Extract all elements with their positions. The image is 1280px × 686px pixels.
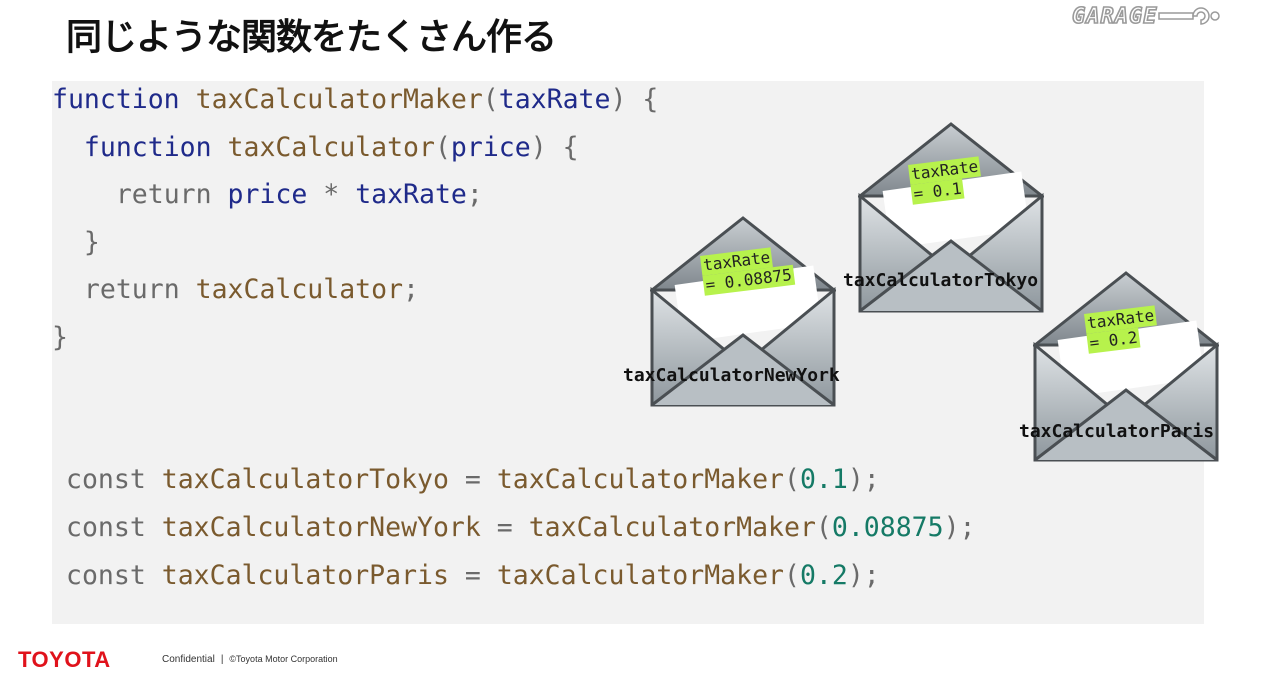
envelope-label-tokyo: taxCalculatorTokyo <box>843 270 1039 291</box>
envelope-label-newyork: taxCalculatorNewYork <box>623 365 840 386</box>
code-line-1: function taxCalculatorMaker(taxRate) { <box>52 84 659 115</box>
code-line-2: function taxCalculator(price) { <box>83 131 579 163</box>
code-instance-newyork: const taxCalculatorNewYork = taxCalculat… <box>66 512 976 543</box>
footer-confidential: Confidential|©Toyota Motor Corporation <box>162 654 338 665</box>
envelope-label-paris: taxCalculatorParis <box>1019 421 1215 442</box>
code-block-maker: function taxCalculatorMaker(taxRate) { f… <box>52 76 658 361</box>
code-block-instances: const taxCalculatorTokyo = taxCalculator… <box>66 456 975 600</box>
code-line-4: } <box>52 226 100 258</box>
wrench-icon <box>1158 7 1221 25</box>
code-line-5: return taxCalculator; <box>83 274 420 305</box>
logo-text: GARAGE <box>1071 3 1158 30</box>
toyota-logo: TOYOTA <box>18 647 111 672</box>
code-instance-paris: const taxCalculatorParis = taxCalculator… <box>66 560 880 591</box>
garage-logo: GARAGE <box>1071 2 1272 30</box>
code-line-6: } <box>52 321 68 353</box>
code-instance-tokyo: const taxCalculatorTokyo = taxCalculator… <box>66 464 880 495</box>
code-line-3: return price * taxRate; <box>115 179 483 210</box>
slide-title: 同じような関数をたくさん作る <box>66 17 557 58</box>
